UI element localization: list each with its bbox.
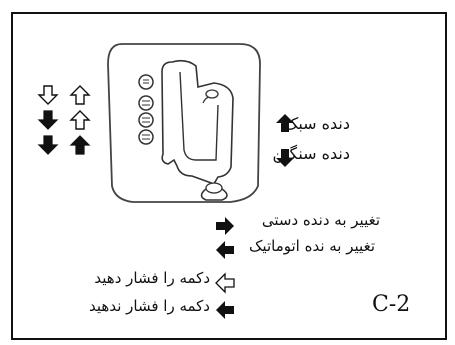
- arrow-down-outline-icon: [37, 85, 59, 105]
- arrow-left-outline-icon: [215, 272, 235, 294]
- arrow-left-solid-icon: [216, 301, 234, 319]
- gate-top-marker: [205, 89, 219, 99]
- arrow-down-solid-icon: [37, 135, 59, 155]
- label-no-press-button: دکمه را فشار ندهید: [89, 297, 210, 315]
- position-indicators: [138, 74, 154, 145]
- arrow-down-solid-icon: [37, 110, 59, 130]
- arrow-right-solid-icon: [216, 217, 234, 235]
- indicator-1: [138, 74, 154, 90]
- figure-code: C-2: [372, 292, 411, 317]
- label-heavy-gear: دنده سنگین: [272, 144, 350, 163]
- arrow-up-outline-icon: [69, 85, 91, 105]
- label-switch-auto: تغییر به نده اتوماتیک: [249, 237, 375, 255]
- gate-bottom-marker: [205, 182, 223, 194]
- label-switch-manual: تغییر به دنده دستی: [261, 211, 380, 229]
- arrow-up-outline-icon: [69, 110, 91, 130]
- label-light-gear: دنده سبک: [284, 114, 350, 133]
- arrow-up-solid-icon: [69, 135, 91, 155]
- indicator-2: [138, 95, 154, 111]
- arrow-left-solid-icon: [216, 241, 234, 259]
- label-press-button: دکمه را فشار دهید: [94, 269, 210, 287]
- indicator-3: [138, 112, 154, 128]
- arrow-down-solid-icon: [276, 149, 294, 167]
- indicator-4: [138, 129, 154, 145]
- arrow-up-solid-icon: [276, 114, 294, 132]
